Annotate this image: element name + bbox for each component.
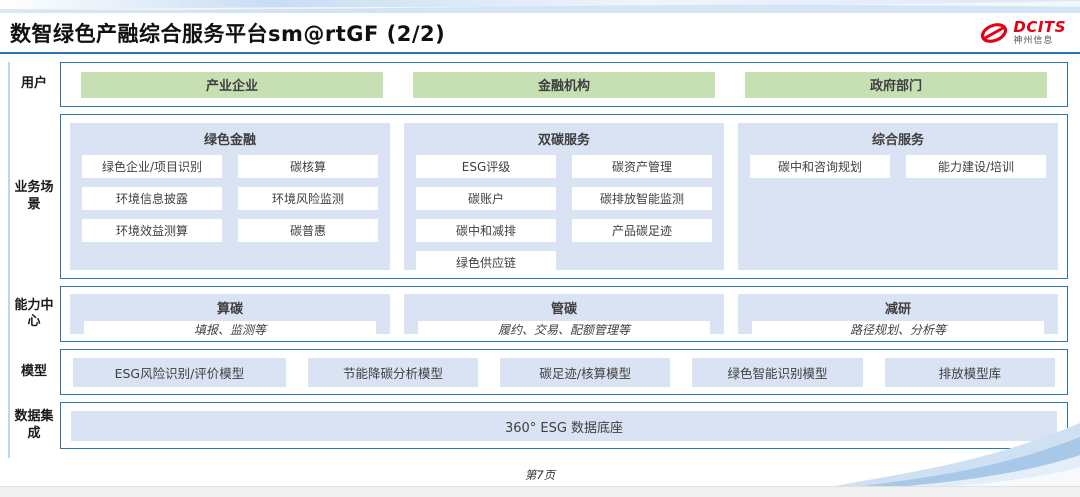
architecture-diagram: 用户 产业企业 金融机构 政府部门 业务场景 绿色金融 绿色企业/项目识别 碳核… [8,62,1068,449]
model-item: 节能降碳分析模型 [307,357,479,387]
scenario-column-title: 绿色金融 [203,133,256,148]
logo-brand: DCITS [1013,17,1066,36]
scenario-column-title: 双碳服务 [537,133,590,148]
model-item: 排放模型库 [884,357,1055,387]
data-integration-panel: 360° ESG 数据底座 [60,402,1068,449]
header: 数智绿色产融综合服务平台sm@rtGF (2/2) DCITS 神州信息 [0,13,1080,54]
models-panel: ESG风险识别/评价模型 节能降碳分析模型 碳足迹/核算模型 绿色智能识别模型 … [60,349,1068,395]
capability-reduce-research: 减研 路径规划、分析等 [738,294,1058,338]
capability-calc-carbon: 算碳 填报、监测等 [70,294,390,338]
user-group-industry: 产业企业 [81,71,383,98]
scenario-item: 碳普惠 [238,219,378,242]
scenario-column-title: 综合服务 [871,133,924,148]
row-label-models: 模型 [20,363,47,379]
row-data-integration: 数据集成 360° ESG 数据底座 [8,402,1068,449]
scenario-item: 绿色供应链 [416,251,556,274]
model-item: ESG风险识别/评价模型 [73,357,286,387]
scenario-item: 碳排放智能监测 [572,187,712,210]
user-group-finance: 金融机构 [413,71,715,98]
model-item: 绿色智能识别模型 [692,357,863,387]
capability-title: 减研 [884,302,911,317]
scenario-items: 碳中和咨询规划 能力建设/培训 [750,155,1046,178]
row-label-scenarios: 业务场景 [14,180,54,212]
model-item: 碳足迹/核算模型 [500,357,671,387]
scenario-column-green-finance: 绿色金融 绿色企业/项目识别 碳核算 环境信息披露 环境风险监测 环境效益测算 … [70,123,390,270]
scenario-item: 碳核算 [238,155,378,178]
scenario-item: 碳资产管理 [572,155,712,178]
capability-title: 管碳 [550,302,577,317]
scenarios-panel: 绿色金融 绿色企业/项目识别 碳核算 环境信息披露 环境风险监测 环境效益测算 … [60,114,1068,279]
scenario-items: 绿色企业/项目识别 碳核算 环境信息披露 环境风险监测 环境效益测算 碳普惠 [82,155,378,242]
scenario-column-dual-carbon: 双碳服务 ESG评级 碳资产管理 碳账户 碳排放智能监测 碳中和减排 产品碳足迹… [404,123,724,274]
scenario-item: 环境风险监测 [238,187,378,210]
bottom-strip [0,486,1080,497]
row-scenarios: 业务场景 绿色金融 绿色企业/项目识别 碳核算 环境信息披露 环境风险监测 环境… [8,114,1068,279]
row-label-capabilities: 能力中心 [14,297,54,329]
scenario-item: 绿色企业/项目识别 [82,155,222,178]
capability-desc: 履约、交易、配额管理等 [418,321,710,338]
scenario-column-comprehensive: 综合服务 碳中和咨询规划 能力建设/培训 [738,123,1058,270]
logo-subtitle: 神州信息 [1013,35,1054,46]
scenario-items: ESG评级 碳资产管理 碳账户 碳排放智能监测 碳中和减排 产品碳足迹 绿色供应… [416,155,712,274]
dcits-logo: DCITS 神州信息 [979,17,1066,46]
row-users: 用户 产业企业 金融机构 政府部门 [8,62,1068,107]
left-accent-rule [8,62,10,458]
page-number: 第7页 [524,468,556,482]
data-foundation-item: 360° ESG 数据底座 [71,411,1057,441]
scenario-item: 能力建设/培训 [906,155,1046,178]
scenario-item: 环境效益测算 [82,219,222,242]
page-title: 数智绿色产融综合服务平台sm@rtGF (2/2) [10,21,446,46]
scenario-item: 环境信息披露 [82,187,222,210]
logo-text: DCITS 神州信息 [1013,17,1066,46]
dcits-swirl-icon [981,22,1008,43]
row-models: 模型 ESG风险识别/评价模型 节能降碳分析模型 碳足迹/核算模型 绿色智能识别… [8,349,1068,395]
row-label-users: 用户 [20,76,47,92]
row-label-data-integration: 数据集成 [14,409,54,441]
users-panel: 产业企业 金融机构 政府部门 [60,62,1068,107]
top-swoosh-decoration [0,0,1080,13]
capability-title: 算碳 [216,302,243,317]
row-capabilities: 能力中心 算碳 填报、监测等 管碳 履约、交易、配额管理等 减研 路径规划、分析… [8,286,1068,342]
user-group-government: 政府部门 [745,71,1047,98]
scenario-item: 碳中和咨询规划 [750,155,890,178]
capability-desc: 路径规划、分析等 [752,321,1044,338]
scenario-item: 碳中和减排 [416,219,556,242]
capability-manage-carbon: 管碳 履约、交易、配额管理等 [404,294,724,338]
capabilities-panel: 算碳 填报、监测等 管碳 履约、交易、配额管理等 减研 路径规划、分析等 [60,286,1068,342]
scenario-item: ESG评级 [416,155,556,178]
capability-desc: 填报、监测等 [84,321,376,338]
scenario-item: 产品碳足迹 [572,219,712,242]
scenario-item: 碳账户 [416,187,556,210]
